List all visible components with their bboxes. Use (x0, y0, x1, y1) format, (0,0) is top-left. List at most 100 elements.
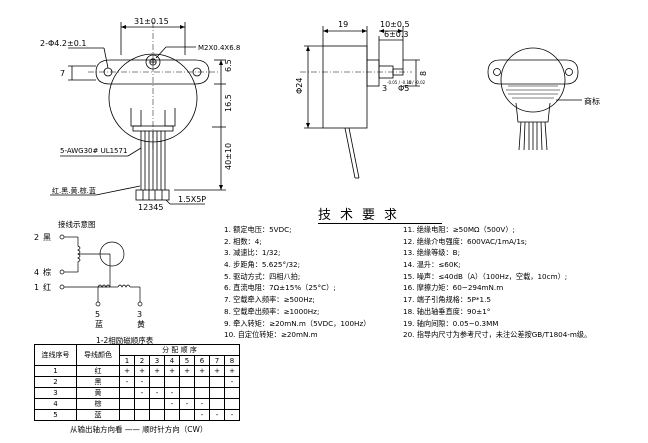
dim-3: 3 (382, 84, 387, 93)
width-dim: 31±0.15 (134, 17, 169, 26)
step-cell: - (224, 409, 240, 421)
wire-label: 5-AWG30# UL1571 (60, 147, 127, 155)
table-row: 2 黑 - - - (34, 376, 240, 388)
step-header: 5 (179, 355, 195, 366)
step-cell (224, 398, 240, 410)
step-cell (164, 376, 180, 388)
step-header: 7 (209, 355, 225, 366)
spec-item: 8. 空载牵出频率：≥1000Hz; (224, 306, 320, 316)
row-color: 蓝 (76, 409, 120, 421)
spec-item: 19. 轴向间隙：0.05~0.3MM (403, 318, 499, 328)
screw-label: M2X0.4X6.8 (198, 44, 240, 52)
step-cell (179, 387, 195, 399)
step-cell: + (149, 365, 165, 377)
step-header: 1 (119, 355, 135, 366)
step-cell: + (224, 365, 240, 377)
wiring-num-2: 2 (34, 233, 39, 242)
spec-item: 20. 指导内尺寸为参考尺寸，未注公差按GB/T1804-m级。 (403, 330, 592, 340)
row-color: 棕 (76, 398, 120, 410)
spec-item: 10. 自定位转矩：≥20mN.m (224, 330, 318, 340)
step-cell (134, 398, 150, 410)
wire-colors: 红.黑.黄.棕.蓝 (52, 186, 96, 195)
wiring-title: 接线示意图 (58, 220, 96, 229)
sequence-table-caption: 1-2相励磁顺序表 (96, 336, 154, 345)
spec-item: 7. 空载牵入频率：≥500Hz; (224, 295, 315, 305)
spec-title-underline (318, 223, 442, 224)
dim-6-5: 6.5 (224, 59, 233, 72)
specs-left-list: 1. 额定电压：5VDC; 2. 相数：4; 3. 减速比：1/32; 4. 步… (224, 224, 370, 341)
spec-item: 1. 额定电压：5VDC; (224, 225, 292, 234)
step-cell: - (224, 376, 240, 388)
wiring-num-3: 3 (137, 310, 142, 319)
spec-item: 13. 绝缘等级：B; (403, 248, 461, 258)
header-steps: 分 配 顺 序 (119, 344, 240, 356)
step-cell: - (164, 387, 180, 399)
step-header: 2 (134, 355, 150, 366)
step-cell (209, 387, 225, 399)
spec-item: 14. 温升：≤60K; (403, 260, 461, 270)
dim-10: 10±0.5 (380, 20, 410, 29)
header-wire-color: 导线颜色 (76, 344, 120, 366)
dim-40: 40±10 (224, 143, 233, 170)
step-header: 6 (194, 355, 210, 366)
step-cell (209, 376, 225, 388)
dim-5-tol: -0 / -0.02 (407, 80, 426, 85)
wiring-color-5: 蓝 (95, 319, 103, 329)
row-number: 5 (34, 409, 77, 421)
step-cell (149, 409, 165, 421)
dim-7: 7 (60, 69, 65, 78)
spec-item: 12. 绝缘介电强度：600VAC/1mA/1s; (403, 236, 528, 246)
wiring-num-5: 5 (95, 310, 100, 319)
holes-label: 2-Φ4.2±0.1 (40, 39, 86, 48)
spec-item: 4. 步距角：5.625°/32; (224, 260, 301, 270)
step-header: 8 (224, 355, 240, 366)
step-cell (164, 409, 180, 421)
row-number: 1 (34, 365, 77, 377)
table-row: 1 红 + + + + + + + + (34, 365, 240, 377)
step-header: 3 (149, 355, 165, 366)
spec-item: 18. 轴出轴垂直度：90±1° (403, 306, 491, 316)
row-number: 2 (34, 376, 77, 388)
step-cell (224, 387, 240, 399)
step-cell (134, 409, 150, 421)
step-cell: - (149, 387, 165, 399)
dim-19: 19 (338, 20, 348, 29)
rotation-direction-note: 从输出轴方向看 —— 顺时针方向（CW） (70, 425, 208, 434)
wiring-color-4: 棕 (43, 267, 51, 277)
step-cell: + (194, 365, 210, 377)
spec-item: 5. 驱动方式：四相八拍; (224, 271, 301, 281)
step-cell: + (134, 365, 150, 377)
step-cell (209, 398, 225, 410)
row-color: 黄 (76, 387, 120, 399)
step-cell (149, 398, 165, 410)
wiring-num-4: 4 (34, 268, 39, 277)
table-row: 5 蓝 - - - (34, 409, 240, 421)
step-cell (179, 376, 195, 388)
dim-5: Φ5 (398, 84, 409, 93)
step-cell: + (209, 365, 225, 377)
step-cell: + (179, 365, 195, 377)
table-row: 4 棕 - - - (34, 398, 240, 410)
header-wire-number: 连线序号 (34, 344, 77, 366)
wiring-num-1: 1 (34, 283, 39, 292)
step-cell: - (164, 398, 180, 410)
step-cell (194, 376, 210, 388)
dim-3-tol: -0.05 / -0.10 (387, 80, 412, 85)
spec-item: 9. 牵入转矩：≥20mN.m（5VDC，100Hz） (224, 318, 371, 328)
sequence-table: 连线序号 导线颜色 分 配 顺 序 1 2 3 4 5 6 7 8 1 红 + … (34, 344, 240, 421)
step-cell: - (134, 387, 150, 399)
specs-right-list: 11. 绝缘电阻：≥50MΩ（500V）; 12. 绝缘介电强度：600VAC/… (403, 224, 591, 341)
step-cell: + (119, 365, 135, 377)
step-cell: - (194, 409, 210, 421)
spec-item: 17. 端子引角规格：5P*1.5 (403, 295, 491, 305)
step-cell: + (164, 365, 180, 377)
spec-item: 11. 绝缘电阻：≥50MΩ（500V）; (403, 225, 515, 234)
spec-item: 3. 减速比：1/32; (224, 248, 281, 258)
step-cell (119, 409, 135, 421)
connector-label: 1.5X5P (178, 195, 206, 204)
spec-item: 6. 直流电阻：7Ω±15%（25°C）; (224, 283, 336, 293)
dim-6: 6±0.3 (384, 30, 409, 39)
dim-24: Φ24 (295, 78, 304, 94)
step-header: 4 (164, 355, 180, 366)
